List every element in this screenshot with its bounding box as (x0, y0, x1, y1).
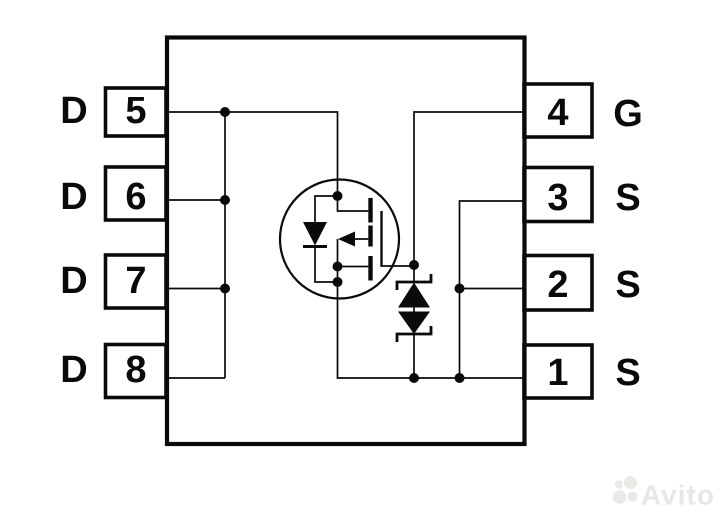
junction-dot (454, 283, 465, 294)
pin-box-5 (103, 86, 168, 138)
pin-box-2 (522, 253, 594, 312)
watermark-text: Avito (641, 480, 715, 511)
pin-function-label: D (60, 260, 87, 302)
avito-logo-icon (612, 476, 638, 504)
body-diode (303, 195, 338, 283)
junction-dot (332, 277, 343, 287)
watermark: Avito (612, 476, 715, 511)
zener-triangle-down-icon (398, 311, 430, 334)
junction-dot (332, 261, 343, 272)
pin-number: 6 (125, 176, 146, 218)
pin-number: 5 (125, 90, 146, 132)
source-wire-pin3 (458, 200, 525, 378)
zener-diode-pair (395, 265, 433, 378)
pin-function-labels: D D D D G S S S (60, 90, 643, 394)
junction-dot (220, 195, 230, 205)
pin-box-6 (103, 165, 168, 222)
wires (165, 111, 525, 379)
ic-body-outline (164, 35, 527, 447)
pin-number: 8 (125, 349, 146, 391)
body-diode-bottom-link (314, 246, 338, 283)
body-arrow-head-icon (338, 231, 355, 247)
pin-function-label: D (60, 176, 87, 218)
pin-function-label: S (615, 352, 640, 394)
junction-dot (220, 283, 230, 294)
mosfet-circle (278, 178, 401, 300)
pin-number: 7 (125, 260, 146, 302)
junction-dot (332, 191, 343, 201)
pin-number: 3 (547, 177, 568, 219)
pin-function-label: D (60, 349, 87, 391)
drain-wire-pin5 (165, 111, 369, 212)
mosfet-symbol (278, 178, 414, 300)
pin-box-7 (103, 253, 168, 310)
gate-wire-pin4 (413, 111, 525, 265)
body-diode-top-link (314, 195, 338, 222)
left-pin-boxes (103, 86, 168, 400)
junction-dot (409, 373, 419, 383)
junction-dot (454, 373, 465, 383)
body-diode-triangle-icon (303, 222, 327, 246)
source-wire-pin1 (336, 239, 525, 379)
zener-triangle-up-icon (398, 282, 430, 308)
pin-number: 2 (547, 264, 568, 306)
pin-function-label: D (60, 90, 87, 132)
pin-box-4 (522, 82, 594, 139)
pin-number: 1 (547, 352, 568, 394)
right-pin-boxes (522, 82, 594, 400)
right-pin-numbers: 4 3 2 1 (547, 92, 568, 394)
junction-dot (220, 107, 230, 117)
junction-dots (220, 107, 465, 383)
pin-function-label: S (615, 177, 640, 219)
pin-number: 4 (547, 92, 568, 134)
zener-cathode-bar-top (395, 274, 433, 290)
left-pin-numbers: 5 6 7 8 (125, 90, 146, 391)
pin-function-label: S (615, 264, 640, 306)
pin-function-label: G (613, 93, 643, 135)
junction-dot (409, 260, 419, 270)
